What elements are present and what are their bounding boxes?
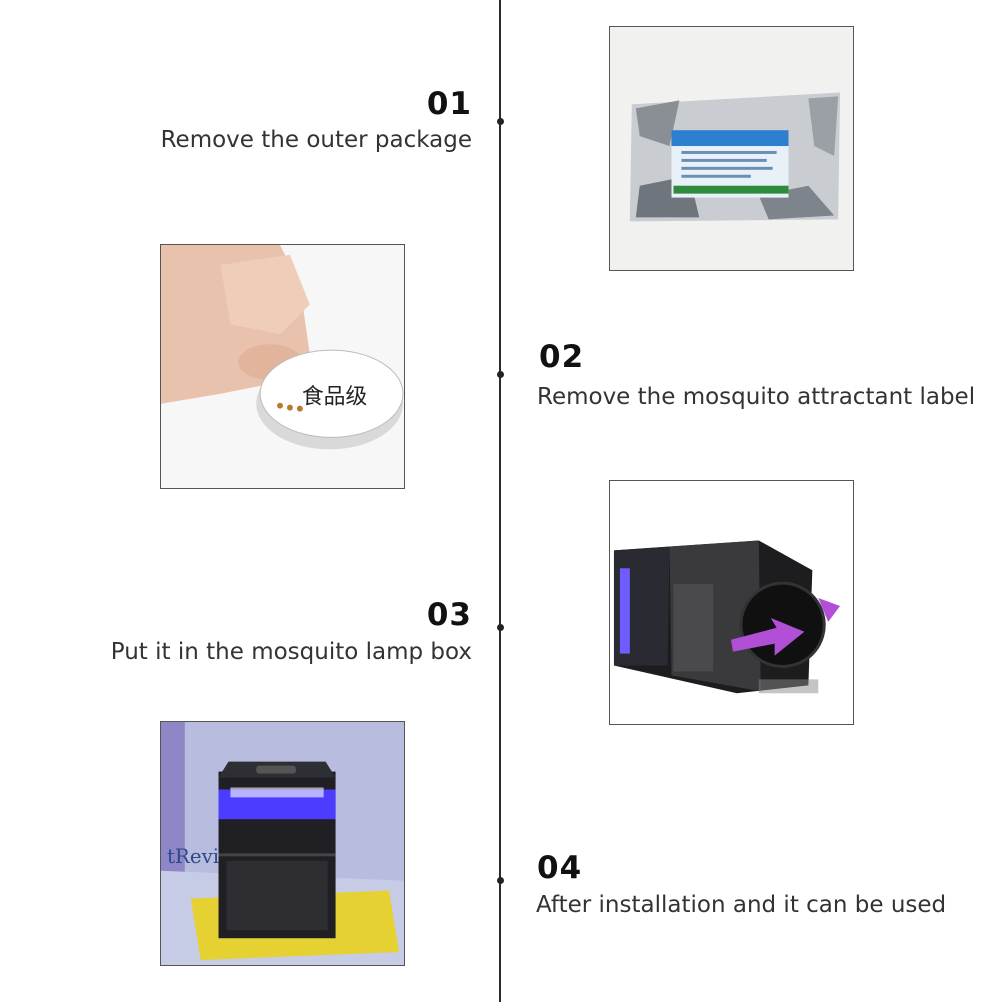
timeline-dot-1 (497, 118, 504, 125)
timeline-line (499, 0, 501, 1002)
step-2-caption: Remove the mosquito attractant label (537, 384, 976, 410)
step-1-caption: Remove the outer package (160, 127, 472, 153)
step-3-caption: Put it in the mosquito lamp box (110, 639, 472, 665)
photo-insert-lamp (609, 480, 854, 725)
step-4-caption: After installation and it can be used (536, 892, 947, 918)
timeline-dot-3 (497, 624, 504, 631)
photo-remove-label: 食品级 (160, 244, 405, 489)
timeline-dot-4 (497, 877, 504, 884)
step-1-number: 01 (426, 86, 472, 122)
timeline-dot-2 (497, 371, 504, 378)
photo-outer-package (609, 26, 854, 271)
step-4-number: 04 (537, 850, 583, 886)
label-text: 食品级 (302, 385, 368, 410)
step-3-number: 03 (426, 597, 472, 633)
photo-lamp-in-use: tReview (160, 721, 405, 966)
step-2-number: 02 (539, 339, 585, 375)
